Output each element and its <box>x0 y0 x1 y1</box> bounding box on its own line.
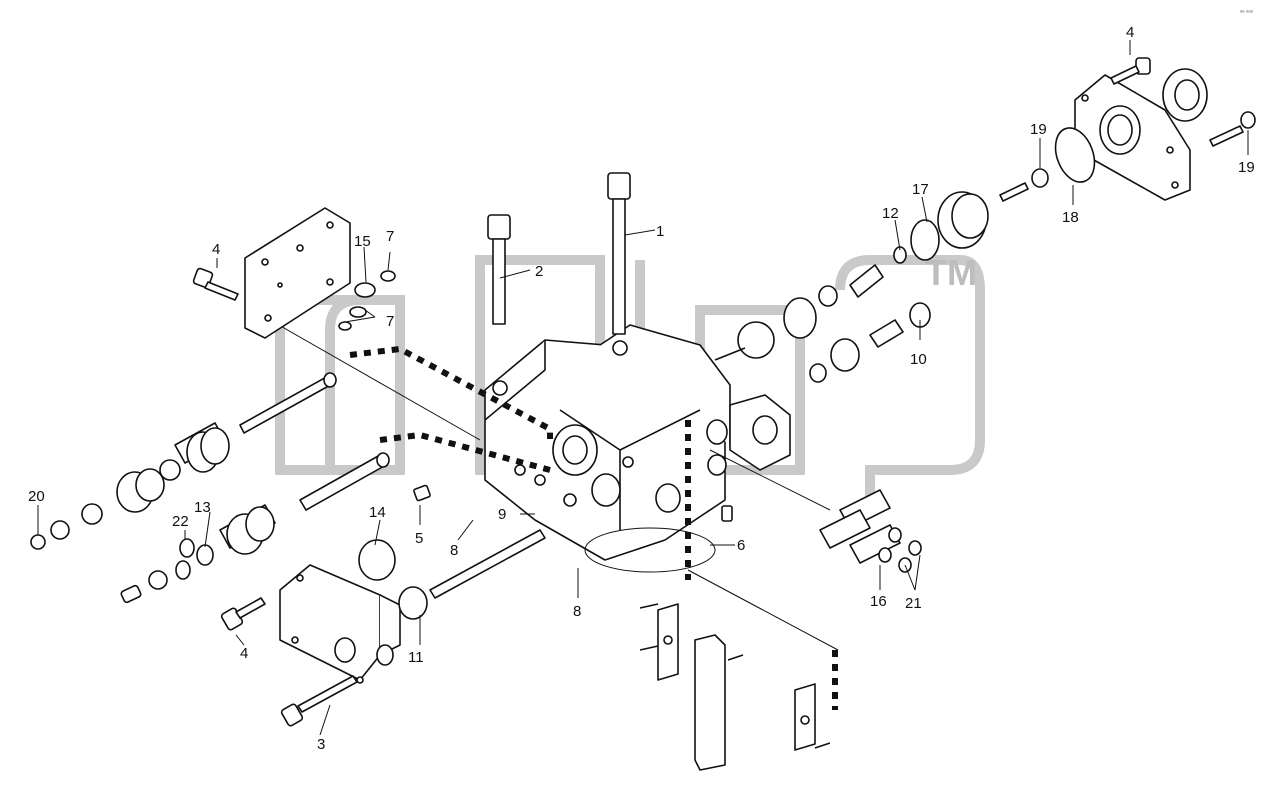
spool-right-lower <box>809 302 931 383</box>
spool-upper <box>239 372 337 434</box>
right-end-cover <box>1074 74 1191 201</box>
callout-9: 9 <box>498 506 506 523</box>
callout-21: 21 <box>905 595 922 612</box>
callout-11: 11 <box>408 649 424 666</box>
corner-tag: ᵃᵃ ᵃᵃᵃ <box>1240 10 1254 16</box>
spring-upper <box>174 422 230 473</box>
callout-12: 12 <box>882 205 899 222</box>
lower-cover <box>279 564 401 684</box>
seal-ring <box>1162 68 1208 122</box>
long-pin <box>429 529 546 599</box>
small-parts-left <box>30 459 733 604</box>
callout-2: 2 <box>535 263 543 280</box>
o-ring-18 <box>1054 127 1096 183</box>
callout-18: 18 <box>1062 209 1079 226</box>
leader-lines <box>37 40 1249 736</box>
callout-13: 13 <box>194 499 211 516</box>
screw-4-left <box>192 267 239 301</box>
callout-17: 17 <box>912 181 929 198</box>
callout-14: 14 <box>369 504 386 521</box>
piston-17 <box>818 191 989 307</box>
callout-10: 10 <box>910 351 927 368</box>
spring-lower <box>219 504 276 555</box>
callout-16: 16 <box>870 593 887 610</box>
callout-8-mid: 8 <box>450 542 458 559</box>
callout-3: 3 <box>317 736 325 753</box>
watermark-trademark: TM <box>925 252 977 293</box>
o-rings-11-14 <box>358 539 428 620</box>
plugs-19 <box>999 111 1256 202</box>
screw-3 <box>280 675 358 727</box>
spool-right-upper <box>714 297 817 361</box>
valve-body <box>484 324 791 573</box>
assembly-guide-lines <box>269 319 839 710</box>
callout-4-bottom: 4 <box>240 645 248 662</box>
callout-1: 1 <box>656 223 664 240</box>
cylinders-16-21 <box>819 489 922 573</box>
callout-19-right: 19 <box>1238 159 1255 176</box>
screw-4-bottom <box>220 597 266 631</box>
bracket-assembly <box>639 603 831 771</box>
callout-6: 6 <box>737 537 745 554</box>
o-rings-7-15 <box>338 270 396 331</box>
callout-7-mid: 7 <box>386 313 394 330</box>
cap-screw-2 <box>487 214 511 325</box>
callout-numbers: 1 2 3 4 4 4 5 6 7 7 8 8 9 10 11 12 13 14… <box>28 24 1255 753</box>
left-end-cover <box>244 207 351 339</box>
callout-8-bottom: 8 <box>573 603 581 620</box>
cap-screw-1 <box>607 172 631 335</box>
spring-middle <box>116 468 165 513</box>
callout-20: 20 <box>28 488 45 505</box>
callout-4-top: 4 <box>1126 24 1134 41</box>
callout-19-left: 19 <box>1030 121 1047 138</box>
callout-7-top: 7 <box>386 228 394 245</box>
callout-15: 15 <box>354 233 371 250</box>
callout-5: 5 <box>415 530 423 547</box>
spool-lower <box>299 452 390 511</box>
screw-4-top <box>1110 57 1151 85</box>
callout-4-left: 4 <box>212 241 220 258</box>
callout-22: 22 <box>172 513 189 530</box>
